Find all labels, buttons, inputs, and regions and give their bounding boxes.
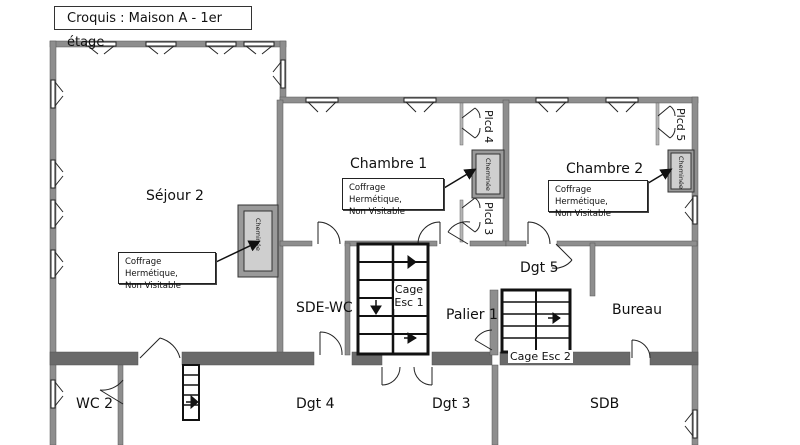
door-icon bbox=[319, 331, 343, 356]
stair-label-cage1-line1: Cage bbox=[394, 283, 424, 296]
window-icon bbox=[684, 195, 698, 225]
wall-palier-right bbox=[489, 289, 499, 356]
wall-sdb-left bbox=[491, 364, 499, 445]
room-label-dgt5: Dgt 5 bbox=[520, 260, 559, 276]
room-label-palier: Palier 1 bbox=[446, 307, 498, 323]
room-label-sde-wc: SDE-WC bbox=[296, 300, 353, 316]
windows bbox=[50, 41, 698, 439]
note-chambre1-line1: Coffrage Hermétique, bbox=[349, 183, 402, 205]
window-icon bbox=[145, 41, 177, 55]
door-icon bbox=[99, 379, 124, 405]
window-icon bbox=[305, 97, 339, 113]
stair-label-cage1-line2: Esc 1 bbox=[394, 296, 424, 309]
wall-sde-right bbox=[344, 242, 351, 356]
door-icon bbox=[447, 221, 471, 245]
arrow-note-ch1 bbox=[443, 168, 477, 189]
plcd3-wall bbox=[459, 199, 464, 243]
chimney-label-ch1: Cheminée bbox=[484, 158, 492, 191]
door-icon bbox=[413, 366, 433, 386]
window-icon bbox=[85, 41, 117, 55]
window-icon bbox=[50, 199, 64, 229]
window-icon bbox=[50, 379, 64, 409]
door-icon bbox=[631, 339, 651, 359]
placard-label-plcd4: Plcd 4 bbox=[482, 110, 495, 144]
placard-walls bbox=[459, 102, 660, 243]
door-icon bbox=[527, 221, 551, 245]
note-chambre2-line2: Non Visitable bbox=[555, 209, 611, 219]
room-label-bureau: Bureau bbox=[612, 302, 662, 318]
placard-label-plcd5: Plcd 5 bbox=[674, 108, 687, 142]
page-title: Croquis : Maison A - 1er étage bbox=[54, 6, 252, 50]
door-icon bbox=[551, 243, 573, 269]
window-icon bbox=[50, 79, 64, 109]
wall-ch2-bottom-a bbox=[505, 240, 527, 247]
wall-left bbox=[49, 40, 57, 445]
window-icon bbox=[272, 59, 286, 89]
wall-mid-b bbox=[181, 351, 315, 366]
wall-mid-d bbox=[431, 351, 493, 366]
note-chambre1-line2: Non Visitable bbox=[349, 207, 405, 217]
wall-ch1-bottom-a bbox=[279, 240, 313, 247]
chimney-label-ch2: Cheminée bbox=[677, 156, 685, 189]
room-label-sejour: Séjour 2 bbox=[146, 188, 204, 204]
wall-mid-f bbox=[649, 351, 699, 366]
door-icon bbox=[381, 366, 401, 386]
door-icon bbox=[317, 221, 341, 245]
wall-mid-a bbox=[49, 351, 139, 366]
wall-wc2-right bbox=[117, 364, 124, 445]
note-sejour-line1: Coffrage Hermétique, bbox=[125, 257, 178, 279]
room-label-sdb: SDB bbox=[590, 396, 620, 412]
note-chambre1: Coffrage Hermétique, Non Visitable bbox=[342, 178, 444, 217]
stair-label-cage1: Cage Esc 1 bbox=[394, 283, 424, 309]
door-icon bbox=[461, 107, 481, 139]
window-icon bbox=[535, 97, 569, 113]
room-label-dgt4: Dgt 4 bbox=[296, 396, 335, 412]
plcd4-wall bbox=[459, 102, 464, 146]
staircase-3 bbox=[182, 364, 200, 421]
window-icon bbox=[205, 41, 237, 55]
room-label-dgt3: Dgt 3 bbox=[432, 396, 471, 412]
wall-bureau-left bbox=[589, 242, 596, 297]
window-icon bbox=[403, 97, 437, 113]
room-label-wc2: WC 2 bbox=[76, 396, 113, 412]
stair-label-cage2: Cage Esc 2 bbox=[508, 350, 573, 363]
staircase-2 bbox=[500, 288, 572, 354]
wall-right bbox=[691, 96, 699, 445]
wall-ch1-bottom-c bbox=[469, 240, 507, 247]
placard-label-plcd3: Plcd 3 bbox=[482, 202, 495, 236]
window-icon bbox=[243, 41, 275, 55]
note-sejour-line2: Non Visitable bbox=[125, 281, 181, 291]
note-chambre2: Coffrage Hermétique, Non Visitable bbox=[548, 180, 648, 219]
room-label-chambre2: Chambre 2 bbox=[566, 161, 644, 177]
wall-ch2-bottom-b bbox=[556, 240, 698, 247]
door-icon bbox=[657, 105, 676, 139]
window-icon bbox=[684, 409, 698, 439]
door-icon bbox=[139, 337, 181, 359]
door-icon bbox=[417, 221, 441, 245]
chimney-ch1-inner bbox=[475, 153, 501, 195]
room-label-chambre1: Chambre 1 bbox=[350, 156, 428, 172]
note-chambre2-line1: Coffrage Hermétique, bbox=[555, 185, 608, 207]
window-icon bbox=[50, 159, 64, 189]
window-icon bbox=[605, 97, 639, 113]
door-icon bbox=[461, 197, 481, 233]
plcd5-wall bbox=[655, 102, 660, 146]
door-icon bbox=[474, 329, 493, 351]
chimney-label-sejour: Cheminée bbox=[254, 218, 262, 251]
note-sejour: Coffrage Hermétique, Non Visitable bbox=[118, 252, 216, 291]
window-icon bbox=[50, 249, 64, 279]
arrow-note-sejour bbox=[215, 240, 261, 263]
